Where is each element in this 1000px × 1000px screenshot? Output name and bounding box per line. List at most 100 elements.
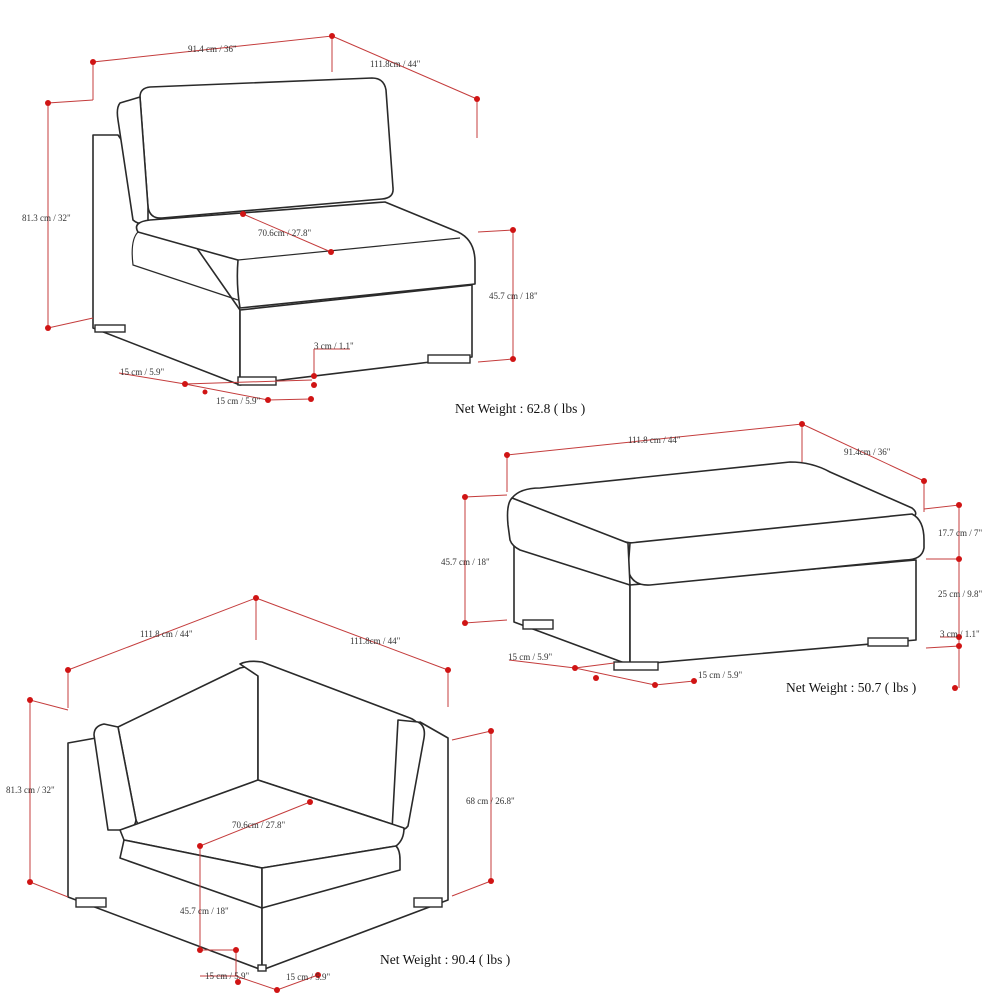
ottoman-dimensions: 111.8 cm / 44" 91.4cm / 36" 45.7 cm / 18… [441, 421, 982, 695]
ottoman-length-label: 111.8 cm / 44" [628, 435, 681, 445]
dimension-endpoint-dot [45, 325, 51, 331]
armless-chair-seat-cushion [135, 201, 476, 309]
corner-chair-leg-right [413, 897, 443, 908]
armless-chair-cushion-front-edge [237, 237, 461, 261]
dimension-endpoint-dot [510, 356, 516, 362]
armless-chair-backrest [139, 77, 394, 219]
dimension-endpoint-dot [462, 494, 468, 500]
armless-width-label: 91.4 cm / 36" [188, 44, 237, 54]
dimension-endpoint-dot [45, 100, 51, 106]
dimension-endpoint-dot [235, 979, 241, 985]
ottoman-cushion-height-label: 17.7 cm / 7" [938, 528, 982, 538]
armless-net-weight: Net Weight : 62.8 ( lbs ) [455, 401, 585, 416]
armless-chair-leg-left [94, 324, 126, 333]
armless-leg-length-label: 15 cm / 5.9" [120, 367, 164, 377]
corner-chair-drawing [67, 660, 449, 972]
ottoman-drawing [506, 461, 925, 671]
ottoman-height-line [464, 494, 508, 624]
ottoman-height-label: 45.7 cm / 18" [441, 557, 490, 567]
dimension-endpoint-dot [311, 382, 317, 388]
dimension-endpoint-dot [956, 643, 962, 649]
armless-height-line [47, 99, 94, 329]
dimension-endpoint-dot [197, 843, 203, 849]
corner-chair-leg-left [75, 897, 107, 908]
dimension-endpoint-dot [956, 556, 962, 562]
dimension-endpoint-dot [311, 373, 317, 379]
dimension-endpoint-dot [572, 665, 578, 671]
ottoman-stack-line [923, 504, 960, 688]
ottoman-leg-height-label: 3 cm / 1.1" [940, 629, 980, 639]
ottoman-length-line [506, 423, 803, 492]
armless-leg-height-label: 3 cm / 1.1" [314, 341, 354, 351]
corner-right-width-label: 111.8cm / 44" [350, 636, 401, 646]
armless-chair-leg-right [427, 354, 471, 364]
dimension-endpoint-dot [799, 421, 805, 427]
armless-seat-height-line [477, 229, 514, 363]
armless-seat-depth-line [242, 213, 332, 253]
armless-chair-base-front [239, 284, 473, 386]
ottoman-leg-lines [508, 659, 695, 686]
dimension-endpoint-dot [956, 634, 962, 640]
armless-width-line [92, 35, 333, 100]
dimension-endpoint-dot [202, 389, 208, 395]
armless-chair-cushion-side-edge [131, 231, 239, 301]
dimension-endpoint-dot [265, 397, 271, 403]
armless-chair-drawing [92, 77, 476, 386]
corner-seat-height-label: 45.7 cm / 18" [180, 906, 229, 916]
dimension-endpoint-dot [956, 502, 962, 508]
dimension-endpoint-dot [253, 595, 259, 601]
dimension-endpoint-dot [233, 947, 239, 953]
corner-chair-dimensions: 111.8 cm / 44" 111.8cm / 44" 81.3 cm / 3… [6, 595, 515, 993]
ottoman-net-weight: Net Weight : 50.7 ( lbs ) [786, 680, 916, 695]
dimension-endpoint-dot [90, 59, 96, 65]
corner-chair-seat-right [261, 845, 401, 909]
dimension-endpoint-dot [240, 211, 246, 217]
ottoman-leg-length-label: 15 cm / 5.9" [508, 652, 552, 662]
dimension-endpoint-dot [315, 972, 321, 978]
corner-arm-height-label: 68 cm / 26.8" [466, 796, 515, 806]
dimension-endpoint-dot [27, 879, 33, 885]
ottoman-leg-left [522, 619, 554, 630]
ottoman-cushion-side [506, 497, 631, 586]
dimension-endpoint-dot [329, 33, 335, 39]
ottoman-width-label: 91.4cm / 36" [844, 447, 891, 457]
dimension-endpoint-dot [308, 396, 314, 402]
dimension-endpoint-dot [652, 682, 658, 688]
corner-leg-length-label: 15 cm / 5.9" [205, 971, 249, 981]
ottoman-leg-front [613, 661, 659, 671]
dimension-endpoint-dot [593, 675, 599, 681]
corner-left-width-label: 111.8 cm / 44" [140, 629, 193, 639]
armless-depth-label: 111.8cm / 44" [370, 59, 421, 69]
corner-height-label: 81.3 cm / 32" [6, 785, 55, 795]
ottoman-cushion-front [627, 513, 925, 586]
dimension-endpoint-dot [65, 667, 71, 673]
armless-leg-width-label: 15 cm / 5.9" [216, 396, 260, 406]
armless-seat-depth-label: 70.6cm / 27.8" [258, 228, 311, 238]
armless-leg-lines [118, 372, 313, 401]
dimension-endpoint-dot [474, 96, 480, 102]
dimension-endpoint-dot [462, 620, 468, 626]
dimension-endpoint-dot [182, 381, 188, 387]
armless-height-label: 81.3 cm / 32" [22, 213, 71, 223]
armless-leg-height-line [313, 348, 350, 376]
corner-left-width-line [67, 597, 257, 708]
dimension-endpoint-dot [510, 227, 516, 233]
corner-seat-depth-line [199, 801, 311, 847]
dimension-endpoint-dot [488, 728, 494, 734]
armless-seat-height-label: 45.7 cm / 18" [489, 291, 538, 301]
ottoman-leg-width-label: 15 cm / 5.9" [698, 670, 742, 680]
ottoman-leg-right [867, 637, 909, 647]
dimension-endpoint-dot [488, 878, 494, 884]
armless-chair-dimensions: 91.4 cm / 36" 111.8cm / 44" 81.3 cm / 32… [22, 33, 585, 416]
dimension-endpoint-dot [445, 667, 451, 673]
dimension-endpoint-dot [691, 678, 697, 684]
dimension-endpoint-dot [197, 947, 203, 953]
dimension-endpoint-dot [27, 697, 33, 703]
dimension-endpoint-dot [504, 452, 510, 458]
dimension-endpoint-dot [328, 249, 334, 255]
dimension-endpoint-dot [952, 685, 958, 691]
dimension-endpoint-dot [274, 987, 280, 993]
dimension-endpoint-dot [307, 799, 313, 805]
corner-net-weight: Net Weight : 90.4 ( lbs ) [380, 952, 510, 967]
